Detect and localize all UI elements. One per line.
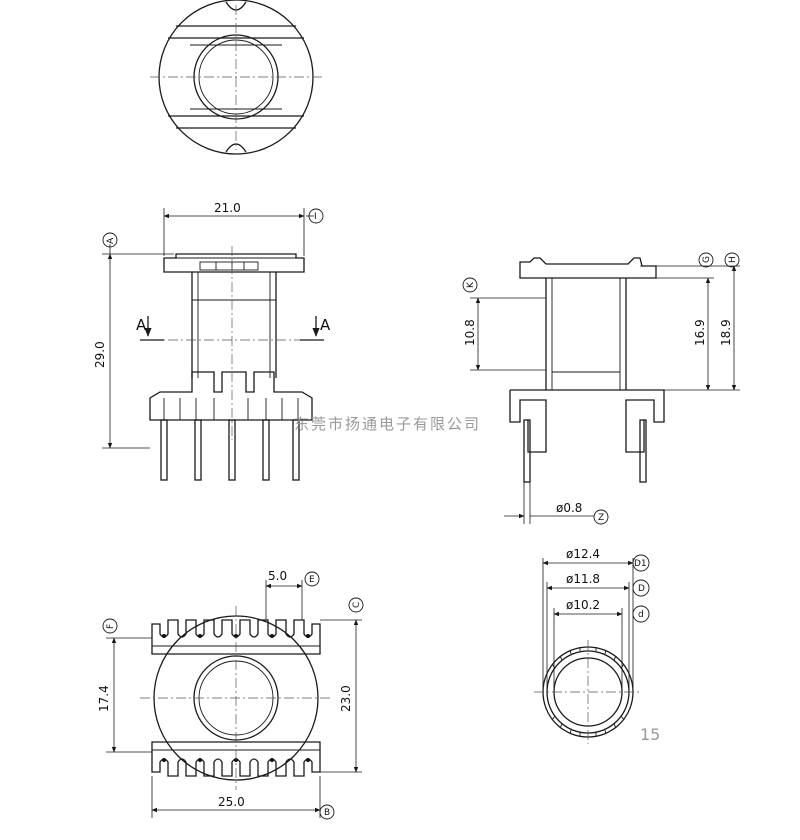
reference-label-f-circle — [102, 618, 118, 634]
reference-label-z-circle — [593, 509, 609, 525]
reference-label-g: G — [702, 256, 712, 263]
reference-label-a-circle — [102, 232, 118, 248]
dim-width-21: 21.0 — [214, 201, 241, 215]
dim-diameter-12-4: ø12.4 — [566, 547, 600, 561]
front-view-dimensions — [102, 208, 314, 449]
reference-label-h-circle — [724, 252, 740, 268]
reference-label-b-circle — [319, 804, 335, 820]
dim-pin-diameter: ø0.8 — [556, 501, 582, 515]
reference-label-d-upper: D — [638, 584, 645, 594]
reference-label-g-circle — [698, 252, 714, 268]
side-view — [509, 257, 665, 483]
dim-diameter-11-8: ø11.8 — [566, 572, 600, 586]
reference-label-b: B — [324, 808, 330, 818]
dim-height-10-8: 10.8 — [463, 319, 477, 346]
section-mark-left: A — [136, 316, 147, 334]
bore-detail-dimensions — [542, 558, 634, 690]
side-view-dimensions — [470, 265, 740, 524]
bottom-view-dimensions — [106, 580, 362, 818]
reference-label-i-circle — [308, 208, 324, 224]
section-mark-right: A — [320, 316, 331, 334]
dim-height-17-4: 17.4 — [97, 685, 111, 712]
reference-label-c: C — [352, 602, 362, 608]
bottom-view — [140, 606, 332, 790]
reference-label-d-lower: d — [638, 610, 644, 620]
reference-label-e-circle — [304, 571, 320, 587]
reference-label-c-circle — [348, 597, 364, 613]
dim-width-25: 25.0 — [218, 795, 245, 809]
reference-label-e: E — [309, 575, 315, 585]
reference-label-d1: D1 — [634, 559, 647, 569]
company-watermark: 东莞市扬通电子有限公司 — [294, 415, 481, 433]
reference-label-a: A — [106, 237, 116, 244]
reference-label-d-lower-circle — [632, 605, 650, 623]
top-view — [150, 0, 322, 155]
dim-diameter-10-2: ø10.2 — [566, 598, 600, 612]
dim-pitch-5: 5.0 — [268, 569, 287, 583]
reference-label-z: Z — [598, 513, 604, 523]
reference-label-i: I — [314, 212, 317, 222]
dim-height-16-9: 16.9 — [693, 319, 707, 346]
reference-label-f: F — [106, 624, 116, 629]
reference-label-h: H — [728, 256, 738, 263]
dim-height-18-9: 18.9 — [719, 319, 733, 346]
reference-label-k: K — [466, 281, 476, 288]
front-view — [140, 246, 324, 481]
page-number: 15 — [640, 725, 660, 744]
reference-label-d1-circle — [632, 554, 650, 572]
reference-label-d-upper-circle — [632, 579, 650, 597]
bore-detail-view — [534, 640, 642, 744]
dim-height-23: 23.0 — [339, 685, 353, 712]
dim-height-29: 29.0 — [93, 341, 107, 368]
reference-label-k-circle — [462, 277, 478, 293]
